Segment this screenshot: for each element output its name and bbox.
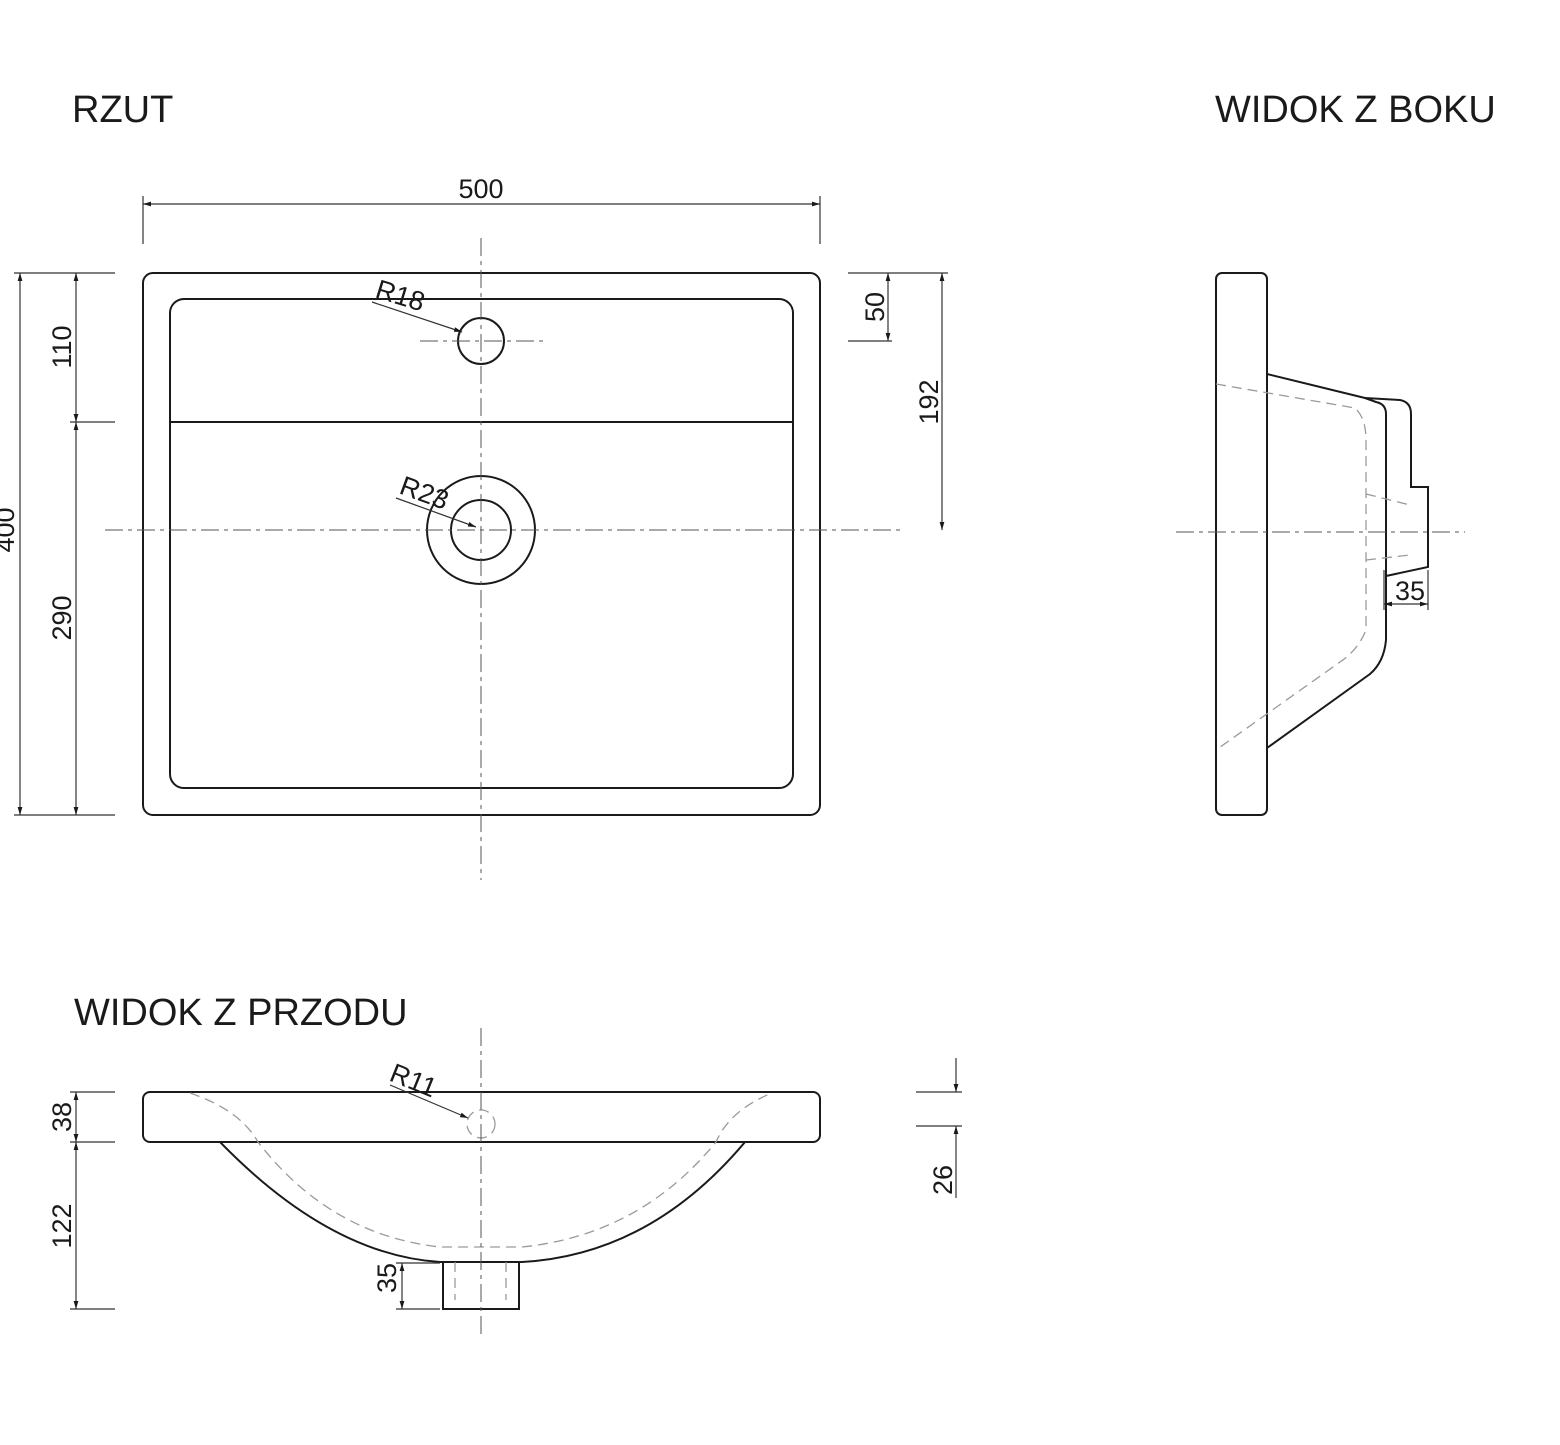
- front-bowl-label: 122: [47, 1203, 77, 1248]
- deck-label: 110: [47, 325, 77, 368]
- tap-offset-label: 50: [860, 292, 890, 322]
- front-right-label: 26: [928, 1165, 958, 1195]
- side-bowl-profile: [1266, 373, 1387, 749]
- depth-label: 400: [0, 507, 20, 552]
- side-view-title: WIDOK Z BOKU: [1215, 89, 1496, 131]
- top-view-title: RZUT: [72, 89, 173, 131]
- front-view: R11 38 122 35 26: [47, 1028, 962, 1335]
- tap-radius-leader: [371, 301, 463, 333]
- drain-radius-leader: [395, 497, 477, 528]
- drain-radius-label: R23: [396, 470, 453, 515]
- front-bowl-profile: [219, 1141, 746, 1263]
- overflow-radius-leader: [389, 1084, 469, 1119]
- drain-offset-label: 192: [914, 379, 944, 424]
- tap-radius-label: R18: [372, 274, 428, 317]
- side-overflow-outlet: [1364, 397, 1429, 577]
- side-outlet-hidden-line: [1365, 493, 1411, 561]
- width-label: 500: [458, 174, 503, 204]
- bowl-label: 290: [47, 595, 77, 640]
- side-inner-hidden-line: [1215, 383, 1367, 751]
- front-rim-label: 38: [47, 1102, 77, 1132]
- front-outlet-hidden-line: [454, 1262, 507, 1300]
- side-view: 35: [1176, 272, 1465, 816]
- front-outlet-label: 35: [372, 1263, 402, 1293]
- front-view-title: WIDOK Z PRZODU: [74, 992, 408, 1034]
- top-view: R18 R23 500 400 110 290 50 192: [0, 174, 948, 880]
- side-outlet-label: 35: [1395, 576, 1425, 606]
- side-rim: [1215, 272, 1268, 816]
- overflow-radius-label: R11: [386, 1058, 441, 1104]
